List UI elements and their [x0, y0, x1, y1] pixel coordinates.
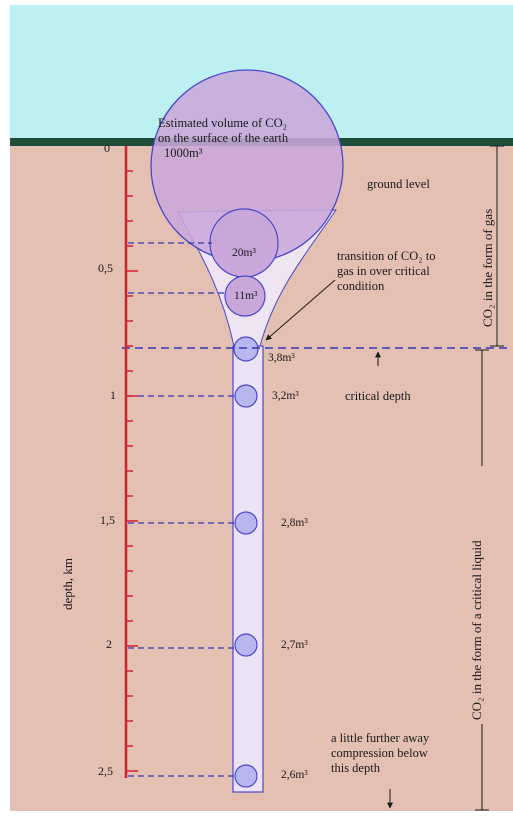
compression-line2: compression below [331, 746, 428, 760]
depth-tick-0: 0 [104, 141, 110, 155]
surface-volume-line3: 1000m³ [164, 146, 203, 160]
depth-tick-2: 2 [106, 637, 112, 651]
transition-line2: gas in over critical [337, 264, 430, 278]
bubble-2-7m3 [234, 633, 258, 657]
bubble-20m3 [209, 208, 279, 278]
bubble-2-6m3 [234, 764, 258, 788]
volume-20m3: 20m³ [232, 247, 256, 259]
surface-volume-line2: on the surface of the earth [158, 131, 289, 145]
transition-line1: transition of CO₂ to [337, 249, 435, 263]
volume-11m3: 11m³ [234, 290, 258, 302]
depth-axis-label: depth, km [60, 558, 75, 610]
volume-3-8m3: 3,8m³ [268, 352, 295, 364]
surface-volume-line1: Estimated volume of CO₂ [158, 116, 287, 130]
gas-zone-label: CO₂ in the form of gas [480, 209, 495, 327]
compression-line1: a little further away [331, 731, 430, 745]
liquid-zone-label: CO₂ in the form of a critical liquid [469, 540, 484, 720]
volume-2-6m3: 2,6m³ [281, 769, 308, 781]
liquid-zone-label-bg [468, 466, 486, 724]
bubble-11m3 [224, 275, 266, 317]
bubble-2-8m3 [234, 511, 258, 535]
bubble-3-8m3 [233, 336, 259, 362]
transition-line3: condition [337, 279, 385, 293]
volume-2-8m3: 2,8m³ [281, 517, 308, 529]
critical-depth-label: critical depth [345, 389, 411, 403]
compression-line3: this depth [331, 761, 381, 775]
transition-arrow [265, 279, 336, 341]
depth-scale [124, 146, 138, 778]
depth-tick-1: 1 [110, 388, 116, 402]
ground-level-label: ground level [367, 177, 430, 191]
volume-2-7m3: 2,7m³ [281, 639, 308, 651]
bubble-3-2m3 [234, 384, 258, 408]
depth-tick-0-5: 0,5 [98, 261, 113, 275]
depth-tick-1-5: 1,5 [100, 513, 115, 527]
depth-tick-2-5: 2,5 [98, 764, 113, 778]
depth-leaders [128, 242, 235, 777]
gas-zone-dimension [490, 145, 504, 347]
volume-3-2m3: 3,2m³ [272, 390, 299, 402]
injection-shaft [232, 345, 264, 793]
